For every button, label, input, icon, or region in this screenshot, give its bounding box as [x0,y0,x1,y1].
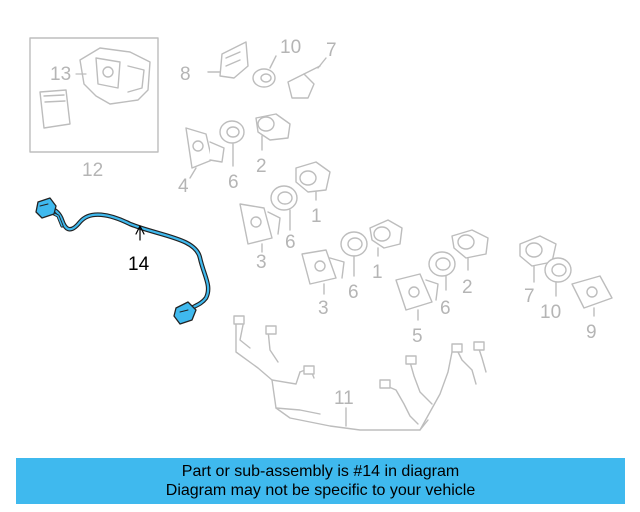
callout-2-a: 2 [256,156,267,177]
callout-6-d: 6 [440,298,451,319]
part-8-bracket [207,41,249,79]
callout-13: 13 [50,64,71,85]
part-10-grommet [252,55,277,88]
callout-4: 4 [178,176,189,197]
part-6-ring-c [340,231,368,277]
banner-line-1: Part or sub-assembly is #14 in diagram [181,463,460,480]
part-2-sensor-a [255,113,291,151]
callout-12: 12 [82,160,103,181]
control-module-inset [29,37,159,153]
part-6-ring-d [428,251,456,291]
callout-7-right: 7 [524,286,535,307]
callout-7-top: 7 [326,40,337,61]
part-9-bracket [571,275,613,317]
part-6-ring-a [219,120,245,167]
callout-3-a: 3 [256,252,267,273]
callout-14: 14 [128,254,150,275]
part-5-bracket [395,273,439,321]
callout-8: 8 [180,64,191,85]
part-info-banner: Part or sub-assembly is #14 in diagram D… [16,458,625,504]
callout-6-c: 6 [348,282,359,303]
callout-5: 5 [412,326,423,347]
part-10-ring [544,257,572,297]
callout-6-a: 6 [228,172,239,193]
banner-line-2: Diagram may not be specific to your vehi… [165,482,476,499]
part-14-wiring-harness [35,197,211,325]
part-2-sensor-b [451,229,489,271]
callout-9: 9 [586,322,597,343]
parts-diagram: 13 12 8 10 7 4 6 2 1 6 3 1 6 3 2 6 5 7 1… [29,37,613,431]
callout-11: 11 [334,388,354,409]
callout-6-b: 6 [285,232,296,253]
callout-1-a: 1 [311,206,322,227]
part-1-sensor-b [369,219,403,257]
part-11-bumper-harness [233,315,487,431]
part-1-sensor-a [295,161,331,201]
callout-10-top: 10 [280,37,301,58]
callout-2-b: 2 [462,277,473,298]
part-4-bracket [185,127,225,179]
part-3-bracket-b [301,249,345,295]
part-6-ring-b [270,185,298,231]
callout-10-right: 10 [540,302,561,323]
callout-3-b: 3 [318,298,329,319]
callout-1-b: 1 [372,262,383,283]
part-7-sensor-top [287,57,327,99]
part-3-bracket-a [239,203,281,253]
